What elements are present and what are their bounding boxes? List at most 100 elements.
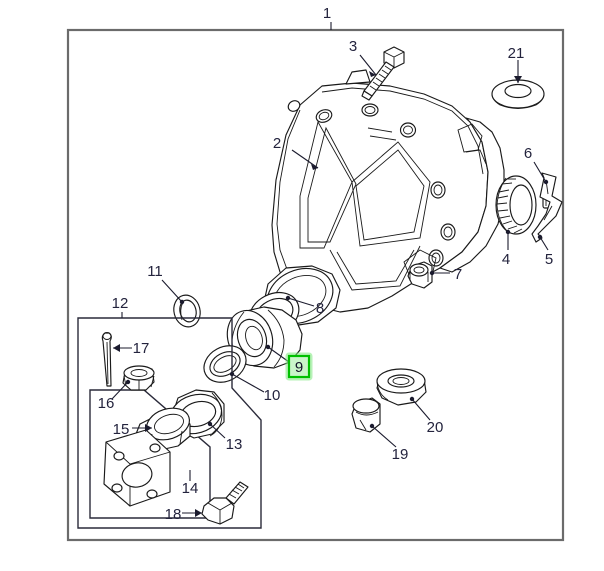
bearing-9-bore-inner	[245, 325, 263, 351]
callout-label-15[interactable]: 15	[113, 421, 130, 438]
bearing-4-rollers	[496, 178, 523, 234]
housing-bolt-hole-5	[440, 223, 456, 241]
sub-assembly-frame-12	[77, 317, 262, 529]
clip-bracket-body	[531, 172, 563, 243]
callout-label-12[interactable]: 12	[112, 295, 129, 312]
nut-16-bore	[130, 369, 148, 377]
housing-bolt-boss	[345, 69, 371, 85]
housing-flange-rim	[321, 87, 484, 175]
nut-drawing	[122, 365, 155, 391]
callout-label-8[interactable]: 8	[316, 300, 324, 317]
flange-bolt-drawing	[201, 481, 249, 525]
bearing-ring-drawing	[495, 175, 537, 235]
bolt-18-head	[201, 497, 235, 525]
shim-washer-drawing	[173, 294, 201, 328]
split-pin-split	[106, 341, 109, 385]
bolt-thread-lines	[369, 65, 392, 91]
callout-label-17[interactable]: 17	[133, 340, 150, 357]
housing-bolt-hole-2	[361, 103, 379, 117]
housing-rib-right	[351, 141, 431, 247]
nut-16-top	[123, 365, 155, 381]
housing-rib-bottom	[329, 245, 421, 291]
housing-rib-detail-b	[369, 135, 397, 141]
callout-label-21[interactable]: 21	[508, 45, 525, 62]
callout-label-1[interactable]: 1	[323, 5, 331, 22]
assembly-frame-border	[66, 28, 565, 542]
callout-label-4[interactable]: 4	[502, 251, 510, 268]
housing-bolt-hole-3-inner	[403, 125, 413, 135]
bearing-20-bore-outer	[387, 374, 415, 388]
callout-label-14[interactable]: 14	[182, 480, 199, 497]
callout-label-11[interactable]: 11	[147, 263, 163, 280]
seal-13-rear	[209, 392, 223, 437]
callout-label-10[interactable]: 10	[264, 387, 281, 404]
plug-drawing	[351, 397, 381, 433]
housing-boss-upper	[457, 123, 483, 153]
callout-label-16[interactable]: 16	[98, 395, 115, 412]
callout-label-6[interactable]: 6	[524, 145, 532, 162]
housing-rib-left-inner	[307, 126, 357, 243]
bolt-18-head-facets	[207, 502, 233, 524]
flange-hole-4	[146, 489, 158, 499]
plug-19-top	[352, 398, 380, 414]
washer-21-bore	[504, 83, 532, 99]
bolt-tip	[361, 90, 373, 101]
sealing-washer-drawing	[491, 79, 545, 109]
bolt-head-facets	[383, 51, 405, 68]
housing-rib-left	[299, 120, 353, 249]
housing-boss-detail	[465, 149, 487, 165]
split-pin-drawing	[101, 332, 112, 387]
leader-lines	[111, 54, 549, 517]
washer-21-thickness	[491, 93, 545, 109]
flange-hub-bore	[154, 413, 184, 435]
housing-rib-right-inner	[355, 149, 425, 241]
callout-label-13[interactable]: 13	[226, 436, 243, 453]
bolt-18-thread	[228, 483, 245, 499]
housing-rib-detail-a	[367, 127, 393, 133]
selected-part-highlight[interactable]	[285, 352, 313, 381]
seal-10-inner	[213, 355, 237, 373]
plug-19-mid	[355, 411, 379, 416]
bush-drawing	[407, 261, 433, 289]
callout-label-5[interactable]: 5	[545, 251, 553, 268]
housing-bolt-hole-5-inner	[443, 226, 453, 238]
housing-bolt-hole-2-inner	[364, 106, 376, 114]
flange-hole-3	[111, 483, 123, 493]
bearing-4-bore	[509, 184, 533, 226]
housing-bolt-hole-6-inner	[431, 252, 441, 264]
plug-19-detail	[359, 419, 367, 431]
split-pin-body	[101, 332, 112, 387]
carrier-housing-drawing	[263, 69, 505, 327]
bush-7-bore	[413, 266, 425, 274]
housing-bolt-hole-3	[399, 122, 417, 138]
callout-label-2[interactable]: 2	[273, 135, 281, 152]
bush-7-top	[409, 263, 429, 277]
housing-bolt-hole-7	[287, 100, 301, 112]
housing-bolt-hole-4	[430, 181, 446, 199]
callout-label-9[interactable]: 9	[295, 359, 303, 376]
callout-label-7[interactable]: 7	[454, 266, 462, 283]
bush-7-sides	[409, 272, 429, 282]
bearing-20-bore-inner	[392, 377, 410, 385]
bolt-drawing	[361, 46, 405, 101]
callout-label-20[interactable]: 20	[427, 419, 444, 436]
callout-label-3[interactable]: 3	[349, 38, 357, 55]
housing-bolt-hole-1-inner	[318, 111, 330, 121]
housing-left-rim	[276, 109, 301, 273]
bearing-4-inner-edge	[496, 177, 509, 233]
washer-11-bore	[179, 299, 197, 323]
flange-hole-2	[149, 443, 161, 453]
bearing-20-edge	[376, 381, 389, 401]
bearing-9-rear-edge	[267, 309, 285, 368]
housing-bolt-hole-4-inner	[433, 184, 443, 196]
flange-hole-1	[113, 451, 125, 461]
split-pin-eye	[102, 332, 112, 340]
callout-label-18[interactable]: 18	[165, 506, 182, 523]
housing-right-bell	[439, 117, 505, 273]
flange-center-bore	[121, 462, 153, 488]
bearing-cup-drawing	[376, 368, 427, 406]
flange-kit-bracket-14	[89, 389, 211, 519]
callout-label-19[interactable]: 19	[392, 446, 409, 463]
